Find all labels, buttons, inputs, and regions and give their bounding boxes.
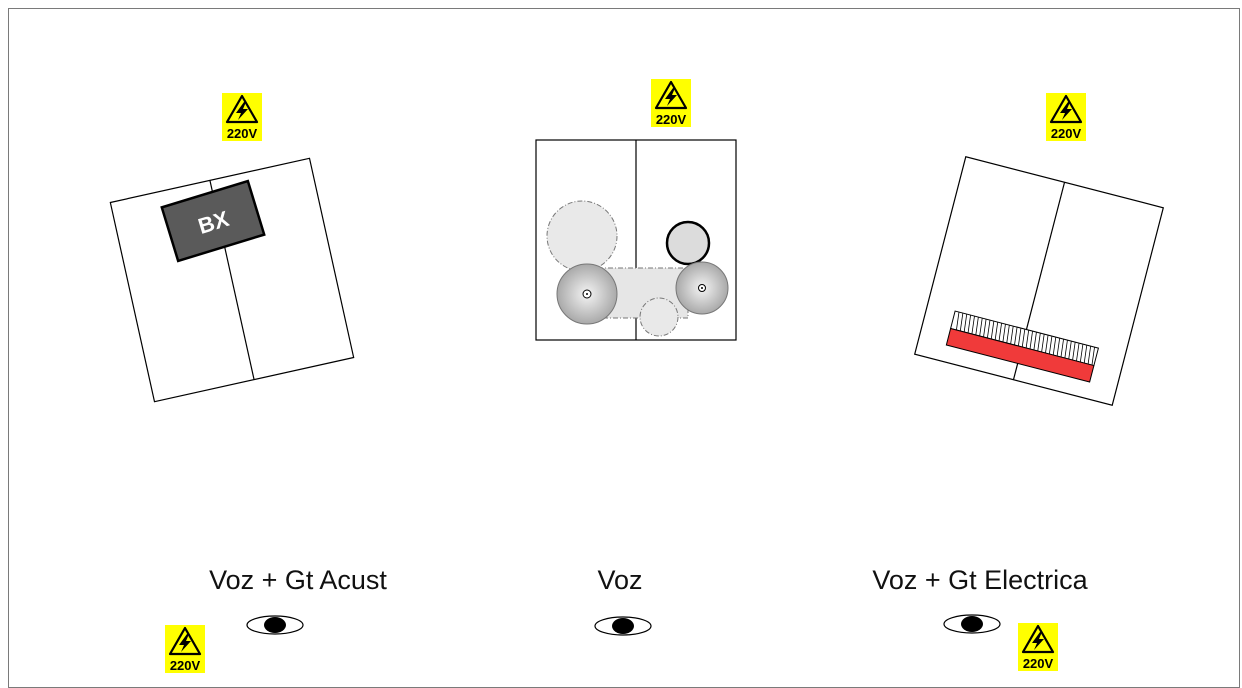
snare-small [667, 222, 709, 264]
monitor-left [247, 616, 303, 634]
station-label-acustica: Voz + Gt Acust [209, 565, 387, 596]
monitor-right [944, 615, 1000, 633]
warning-sign-right-top [1046, 93, 1086, 141]
warning-sign-center-top [651, 79, 691, 127]
riser-center-drums [536, 140, 736, 340]
floor-tom [547, 201, 617, 271]
station-label-voz: Voz [597, 565, 642, 596]
kick-drum [640, 298, 678, 336]
warning-sign-right-bottom [1018, 623, 1058, 671]
warning-sign-left-top [222, 93, 262, 141]
monitor-center [595, 617, 651, 635]
warning-sign-left-bottom [165, 625, 205, 673]
station-label-electrica: Voz + Gt Electrica [872, 565, 1087, 596]
